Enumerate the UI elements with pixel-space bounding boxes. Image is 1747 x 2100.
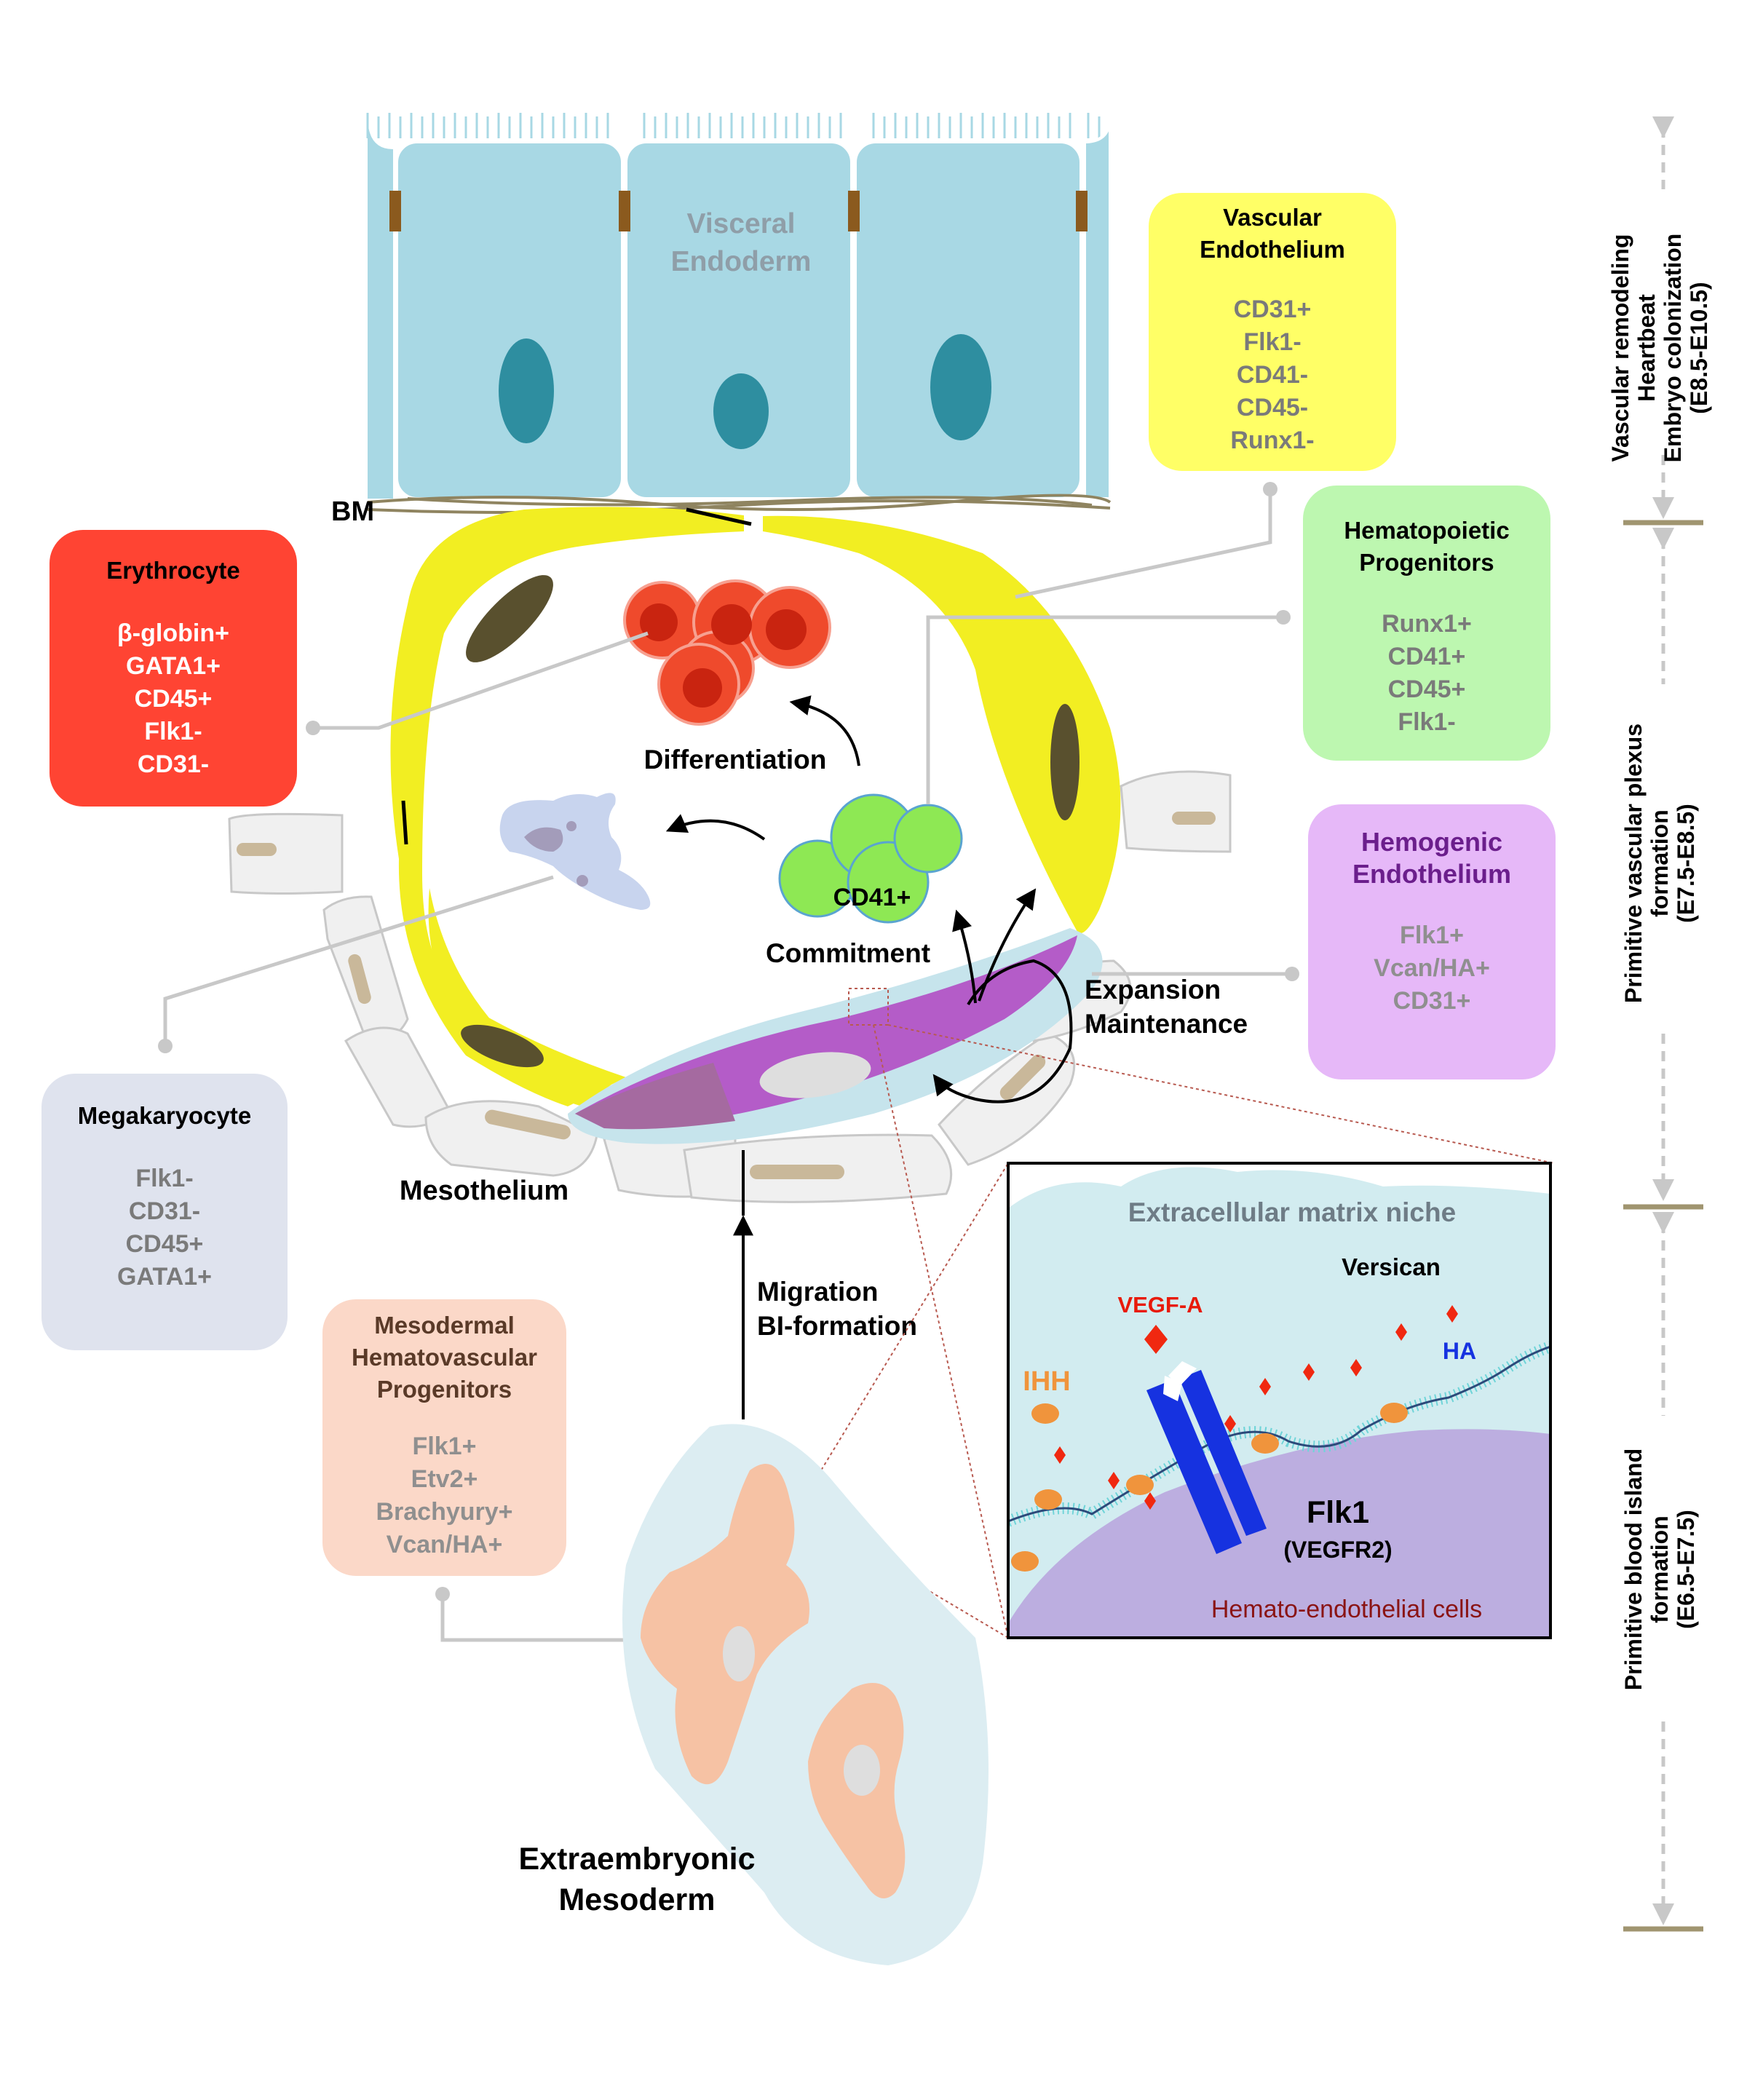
box-title: Erythrocyte (106, 557, 240, 584)
marker: Vcan/HA+ (1374, 954, 1490, 982)
ecm-niche-inset: Extracellular matrix niche Versican VEGF… (1007, 1162, 1552, 1639)
ihh-label: IHH (1023, 1366, 1070, 1397)
endothelial-nucleus-2 (1050, 704, 1080, 820)
commitment-label: Commitment (766, 938, 930, 968)
marker: Flk1- (1243, 328, 1302, 356)
extraembryonic-mesoderm-label-2: Mesoderm (558, 1882, 715, 1917)
vascular-endothelium-box: Vascular Endothelium CD31+ Flk1- CD41- C… (1149, 193, 1396, 471)
marker: CD41- (1236, 361, 1309, 389)
flk1-label: Flk1 (1307, 1495, 1369, 1530)
hemogenic-endothelium-cell (568, 928, 1103, 1144)
mesothelium-nuclei (237, 812, 1216, 1179)
differentiation-label: Differentiation (644, 745, 827, 774)
visceral-endoderm-label: Visceral (687, 208, 796, 239)
marker: GATA1+ (116, 1263, 213, 1291)
mesothelium-label: Mesothelium (400, 1176, 569, 1206)
megakaryocyte-cell (499, 793, 651, 910)
differentiation-arrow (789, 695, 860, 766)
endothelial-nucleus-1 (466, 575, 553, 662)
marker: CD31- (128, 1197, 201, 1225)
extraembryonic-mesoderm-label: Extraembryonic (518, 1842, 755, 1877)
marker: CD45+ (125, 1230, 204, 1258)
marker: CD41+ (1387, 643, 1466, 670)
cell-junctions (389, 191, 1088, 231)
box-title: Hematopoietic (1344, 517, 1510, 544)
bm-label: BM (331, 496, 374, 527)
marker: Runx1- (1230, 427, 1315, 454)
marker: Flk1- (135, 1165, 194, 1192)
marker: CD45+ (1387, 675, 1466, 703)
versican-label: Versican (1342, 1253, 1441, 1280)
marker: Flk1+ (1400, 922, 1464, 949)
box-title: Endothelium (1200, 236, 1345, 263)
marker: Etv2+ (411, 1465, 478, 1493)
microvilli (366, 113, 1101, 138)
vascular-endothelium-wall (390, 507, 1121, 1106)
hematopoietic-progenitors-box: Hematopoietic Progenitors Runx1+ CD41+ C… (1303, 486, 1550, 761)
vegf-a-label: VEGF-A (1117, 1292, 1203, 1318)
timeline (1623, 116, 1703, 1932)
marker: Flk1- (144, 718, 202, 745)
cd41-progenitor-cells: CD41+ (778, 793, 963, 924)
ha-label: HA (1443, 1338, 1476, 1364)
timeline-label-1: Vascular remodeling Heartbeat Embryo col… (1607, 233, 1712, 463)
hemogenic-endothelium-box: Hemogenic Endothelium Flk1+ Vcan/HA+ CD3… (1308, 804, 1556, 1079)
marker: Vcan/HA+ (386, 1531, 503, 1558)
box-title: Hematovascular (352, 1344, 537, 1371)
marker: β-globin+ (117, 619, 229, 647)
marker: CD45+ (134, 685, 213, 713)
nucleus-1 (499, 338, 554, 443)
marker: CD31+ (1393, 987, 1471, 1015)
marker: Flk1+ (412, 1433, 477, 1460)
expansion-arrow-up (978, 888, 1037, 1002)
mesodermal-progenitors-box: Mesodermal Hematovascular Progenitors Fl… (322, 1299, 566, 1576)
basement-membrane (367, 494, 1112, 514)
migration-label: Migration (757, 1277, 878, 1307)
marker: CD31- (137, 750, 210, 778)
marker: Brachyury+ (376, 1498, 513, 1526)
niche-title: Extracellular matrix niche (1128, 1197, 1456, 1227)
endothelial-nucleus-3 (461, 1024, 544, 1068)
vegfr2-label: (VEGFR2) (1283, 1537, 1392, 1563)
erythrocytes (623, 579, 831, 726)
connector-dots (158, 482, 1299, 1601)
erythrocyte-box: Erythrocyte β-globin+ GATA1+ CD45+ Flk1-… (49, 530, 297, 807)
box-title: Mesodermal (374, 1312, 515, 1339)
marker: Runx1+ (1382, 610, 1472, 638)
bi-formation-label: BI-formation (757, 1311, 917, 1341)
hemato-endothelial-label: Hemato-endothelial cells (1211, 1596, 1482, 1623)
expansion-label: Expansion (1085, 975, 1221, 1005)
box-title: Progenitors (1359, 549, 1494, 576)
box-title: Hemogenic (1360, 827, 1503, 857)
box-title: Progenitors (376, 1376, 512, 1403)
box-title: Endothelium (1352, 859, 1511, 889)
nucleus-3 (930, 334, 991, 440)
timeline-label-3: Primitive blood island formation (E6.5-E… (1620, 1448, 1699, 1691)
flk1-receptor (1146, 1361, 1267, 1554)
maintenance-loop-arrow (932, 959, 1073, 1104)
extraembryonic-mesoderm (622, 1424, 989, 1965)
marker: CD31+ (1233, 296, 1312, 323)
process-arrows (665, 695, 1073, 1419)
timeline-label-2: Primitive vascular plexus formation (E7.… (1620, 723, 1699, 1004)
marker: CD45- (1236, 394, 1309, 421)
megakaryocyte-box: Megakaryocyte Flk1- CD31- CD45+ GATA1+ (41, 1074, 288, 1350)
maintenance-label: Maintenance (1085, 1009, 1248, 1039)
marker: GATA1+ (125, 652, 221, 680)
visceral-endoderm: Visceral Endoderm (366, 113, 1112, 500)
visceral-endoderm-label-2: Endoderm (671, 246, 812, 277)
cd41-label: CD41+ (833, 884, 911, 911)
connector-lines (163, 489, 1292, 1642)
box-title: Megakaryocyte (77, 1102, 252, 1129)
box-title: Vascular (1223, 204, 1322, 231)
nucleus-2 (713, 373, 769, 449)
marker: Flk1- (1398, 708, 1456, 736)
megakaryocyte-arrow (665, 814, 766, 841)
